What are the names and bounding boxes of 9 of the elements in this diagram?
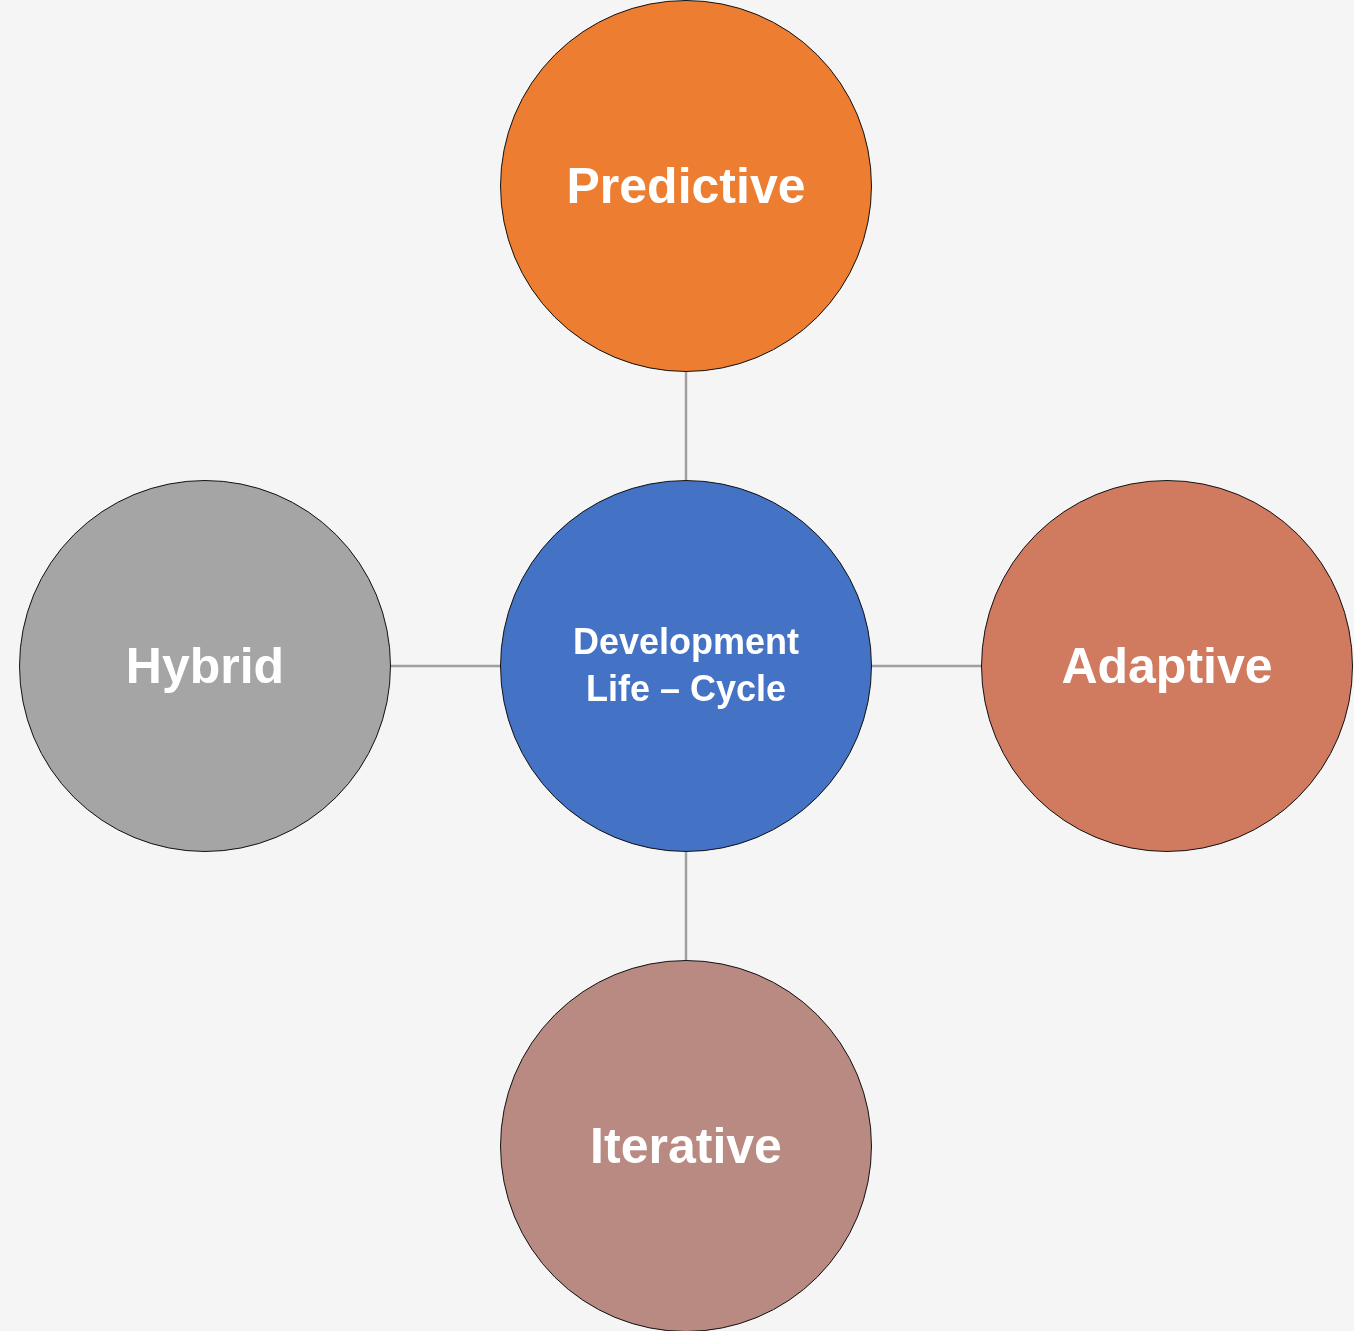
- node-label: Hybrid: [124, 636, 286, 696]
- node-label: Iterative: [589, 1116, 783, 1176]
- connector-line: [391, 664, 500, 668]
- node-label: Adaptive: [1060, 636, 1274, 696]
- connector-line: [684, 852, 688, 960]
- node-label: Development Life – Cycle: [571, 620, 801, 711]
- node-label: Predictive: [565, 156, 807, 216]
- connector-line: [684, 372, 688, 480]
- connector-line: [872, 664, 981, 668]
